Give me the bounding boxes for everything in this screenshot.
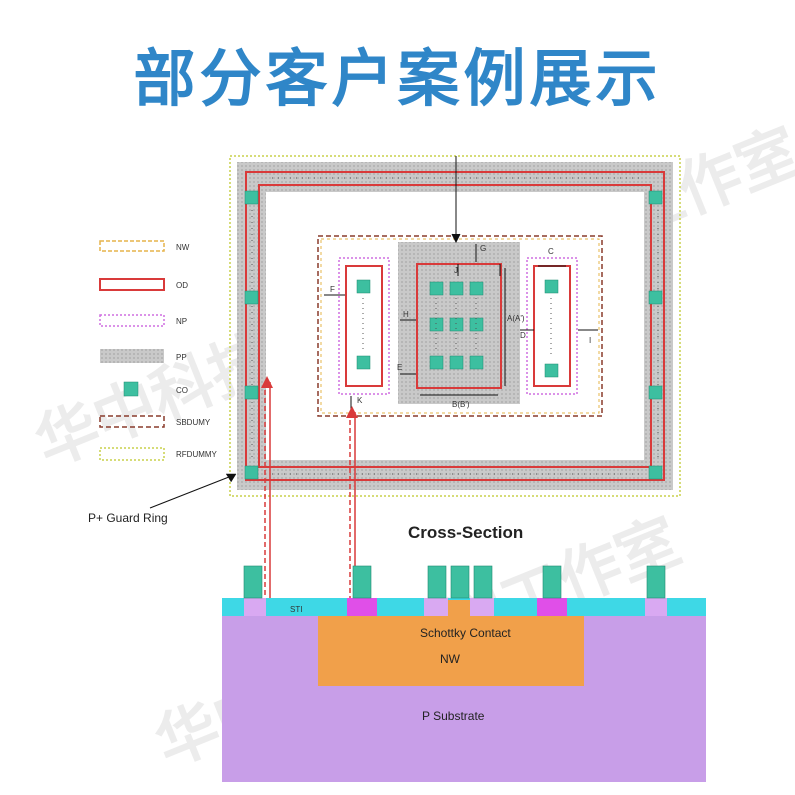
pplus-center-left [424,598,448,616]
cross-section-title: Cross-Section [408,523,523,542]
legend-label-rfdummy: RFDUMMY [176,450,218,459]
dim-label-b: B(B') [452,400,470,409]
legend-swatch-od [99,278,165,291]
dim-label-f: F [330,285,335,294]
legend-label-nw: NW [176,243,190,252]
dim-label-k: K [357,396,363,405]
right-np [526,257,578,395]
sti-label: STI [290,605,302,614]
nw-well-label: NW [440,652,461,666]
schottky-contact-label: Schottky Contact [420,626,511,640]
page-title: 部分客户案例展示 [133,42,662,115]
dim-label-d: D [520,331,526,340]
dim-label-c: C [548,247,554,256]
legend-swatch-co [123,381,139,397]
left-contact-top [356,279,371,294]
dimension-arrows [324,156,598,410]
legend-label-np: NP [176,317,187,326]
legend-swatch-np [99,314,165,327]
guard-ring-contacts [244,190,663,480]
right-contact-top [544,279,559,294]
nplus-right [537,598,567,616]
guard-ring-od-inner [258,184,652,468]
dim-label-i: I [589,336,591,345]
pplus-right-guard [645,598,667,616]
cross-section-contacts [243,565,666,599]
nplus-left [347,598,377,616]
pplus-left-guard [244,598,266,616]
guard-ring-label: P+ Guard Ring [88,511,168,525]
p-substrate-label: P Substrate [422,709,485,723]
dim-label-e: E [397,363,402,372]
nw-well [318,614,584,686]
legend-swatch-sbdumy [99,415,165,428]
dim-label-j: J [454,266,458,275]
legend-label-pp: PP [176,353,187,362]
legend-swatch-rfdummy [99,447,165,461]
legend-label-od: OD [176,281,188,290]
legend-label-sbdumy: SBDUMY [176,418,211,427]
rfdummy-boundary [229,155,681,497]
dim-label-g: G [480,244,486,253]
pplus-center-right [470,598,494,616]
left-np [338,257,390,395]
dim-label-h: H [403,310,409,319]
left-contact-bottom [356,355,371,370]
center-od [416,263,502,389]
legend-label-co: CO [176,386,188,395]
legend-swatch-pp [100,349,164,363]
nw-region [320,238,600,414]
right-contact-bottom [544,363,559,378]
guard-ring-od-outer [245,171,665,481]
schottky-window [448,600,470,616]
center-contacts [429,281,484,370]
dim-label-a: A(A') [507,314,525,323]
legend-swatch-nw [99,240,165,252]
legend: NW OD NP PP CO SBDUMY RFDUMMY [99,240,218,461]
left-od [345,265,383,387]
